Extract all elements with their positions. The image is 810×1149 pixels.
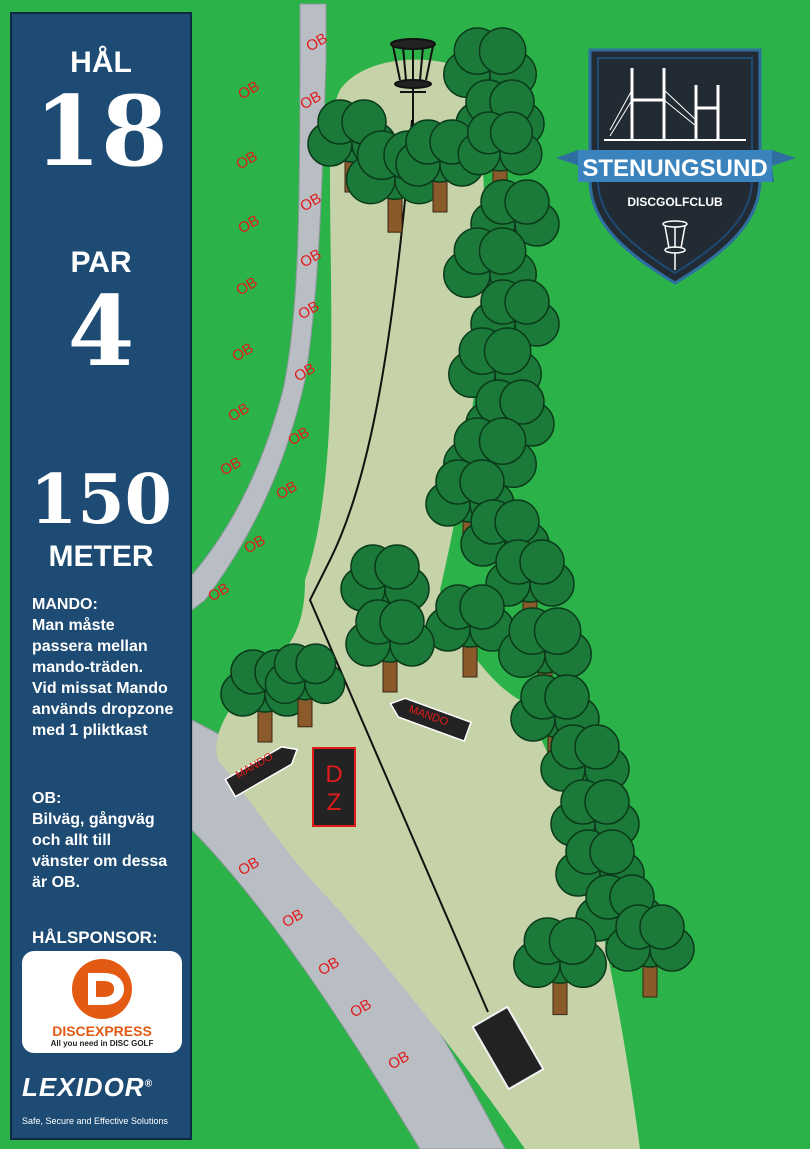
sponsor-tagline: All you need in DISC GOLF bbox=[50, 1039, 154, 1048]
par-label: PAR bbox=[70, 246, 132, 279]
mando-info-title: MANDO: bbox=[32, 596, 98, 613]
sponsor-logo: DISCEXPRESS All you need in DISC GOLF bbox=[22, 951, 182, 1053]
tree-canopy bbox=[533, 607, 582, 655]
tree-canopy bbox=[548, 917, 597, 965]
tree-canopy bbox=[504, 279, 550, 325]
mando-arrow-right bbox=[389, 697, 472, 743]
tree bbox=[345, 599, 435, 693]
tree-canopy bbox=[478, 227, 527, 275]
distance-value: 150 bbox=[30, 460, 172, 540]
tree bbox=[555, 829, 645, 923]
hole-number: 18 bbox=[34, 75, 168, 188]
tree-canopy bbox=[295, 643, 337, 685]
tree-canopy bbox=[478, 27, 527, 75]
bridge-icon bbox=[604, 68, 746, 141]
tree bbox=[605, 904, 695, 998]
tree-canopy bbox=[504, 179, 550, 225]
tree-canopy bbox=[574, 724, 620, 770]
tree-canopy bbox=[499, 379, 545, 425]
tree-canopy bbox=[459, 459, 505, 505]
flight-line bbox=[308, 119, 489, 1013]
ob-info-text: Bilväg, gångväg och allt till vänster om… bbox=[32, 811, 168, 891]
dropzone-label-d: D bbox=[325, 761, 342, 788]
tree bbox=[264, 643, 346, 728]
tree-canopy bbox=[489, 111, 534, 155]
partner-tagline: Safe, Secure and Effective Solutions bbox=[22, 1116, 168, 1126]
basket-icon bbox=[390, 38, 436, 128]
distance-unit: METER bbox=[48, 540, 154, 573]
partner-name: LEXIDOR bbox=[22, 1072, 145, 1102]
mando-info: MANDO: Man måste passera mellan mando-tr… bbox=[32, 594, 190, 741]
par-number: 4 bbox=[67, 275, 135, 388]
tree-canopy bbox=[589, 829, 635, 875]
tree-canopy bbox=[483, 327, 532, 375]
tree-canopy bbox=[544, 674, 590, 720]
tree bbox=[443, 417, 537, 516]
tree bbox=[540, 724, 630, 818]
sponsor-label: HÅLSPONSOR: bbox=[32, 928, 158, 947]
tree-canopy bbox=[639, 904, 685, 950]
tree bbox=[425, 584, 515, 678]
tree-canopy bbox=[478, 417, 527, 465]
discexpress-icon bbox=[72, 959, 132, 1019]
partner-logo: LEXIDOR® bbox=[22, 1072, 153, 1103]
tree-canopy bbox=[494, 499, 540, 545]
club-name: STENUNGSUND bbox=[582, 155, 767, 182]
tree-group bbox=[220, 27, 695, 1016]
mando-info-text: Man måste passera mellan mando-träden. V… bbox=[32, 617, 174, 739]
hole-label: HÅL bbox=[70, 46, 132, 79]
fairway bbox=[216, 59, 640, 1149]
tree-canopy bbox=[519, 539, 565, 585]
mando-arrow-left bbox=[224, 746, 299, 798]
club-basket-icon bbox=[662, 220, 688, 270]
ob-info-title: OB: bbox=[32, 790, 62, 807]
tree bbox=[513, 917, 607, 1016]
club-logo: STENUNGSUND DISCGOLFCLUB bbox=[556, 48, 796, 285]
club-subtitle: DISCGOLFCLUB bbox=[627, 195, 723, 209]
tree-canopy bbox=[584, 779, 630, 825]
road-upper bbox=[191, 3, 327, 612]
partner-mark: ® bbox=[144, 1078, 153, 1090]
info-panel: HÅL 18 PAR 4 150 METER MANDO: Man måste … bbox=[10, 12, 192, 1140]
tree bbox=[485, 539, 575, 633]
tree bbox=[457, 111, 543, 200]
dropzone-marker: D Z bbox=[312, 747, 356, 827]
tree-canopy bbox=[374, 544, 420, 590]
dropzone-label-z: Z bbox=[327, 789, 342, 816]
tree-canopy bbox=[459, 584, 505, 630]
tee-pad bbox=[471, 1005, 545, 1091]
tree-canopy bbox=[379, 599, 425, 645]
ob-info: OB: Bilväg, gångväg och allt till vänste… bbox=[32, 788, 190, 893]
sponsor-name: DISCEXPRESS bbox=[52, 1023, 152, 1039]
